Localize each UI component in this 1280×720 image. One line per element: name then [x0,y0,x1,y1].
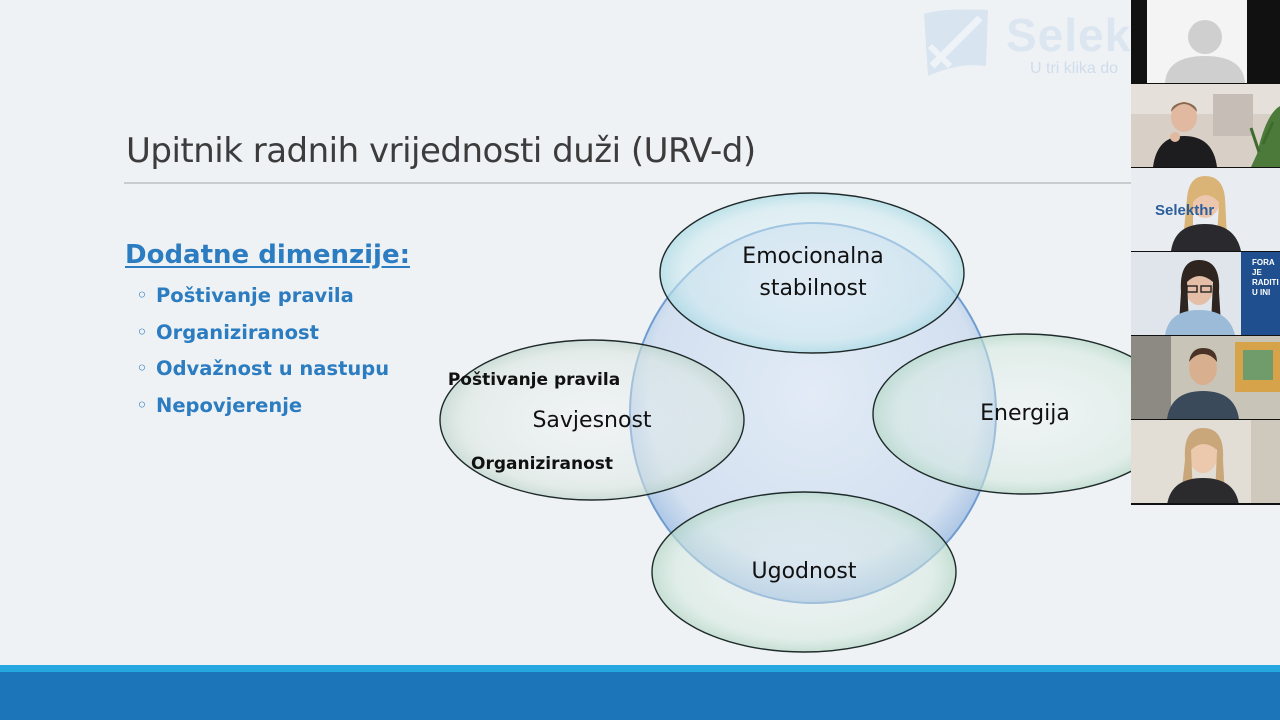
participant-tile-3[interactable]: FORA JE RADITI U INI [1131,252,1280,335]
participant-tile-1[interactable] [1131,84,1280,167]
participant-video [1131,336,1280,419]
slide-title: Upitnik radnih vrijednosti duži (URV-d) [126,131,756,171]
participant-video [1131,420,1280,503]
participant-video [1131,252,1280,335]
ellipse-energija [872,333,1131,495]
label-savjesnost: Savjesnost [532,408,652,433]
ellipse-ugodnost [651,491,957,653]
list-item: Odvažnost u nastupu [136,355,389,393]
dimension-list: Poštivanje pravila Organiziranost Odvažn… [136,282,389,430]
presentation-slide: Selek U tri klika do Upitnik radnih vrij… [0,0,1131,665]
label-ugodnost: Ugodnost [751,559,857,584]
participant-tile-4[interactable] [1131,336,1280,419]
background-poster: FORA JE RADITI U INI [1252,258,1279,297]
list-item: Nepovjerenje [136,392,389,430]
participant-video [1131,84,1280,167]
participant-video [1131,168,1280,251]
participant-tile-5[interactable] [1131,420,1280,503]
list-item: Organiziranost [136,319,389,357]
list-item: Poštivanje pravila [136,282,389,320]
right-margin [1131,505,1280,665]
brand-logo-text: Selek [1006,9,1131,61]
participant-tile-avatar[interactable] [1131,0,1280,83]
user-placeholder-icon [1131,0,1280,83]
participant-tile-2[interactable]: Selekthr [1131,168,1280,251]
section-heading: Dodatne dimenzije: [125,240,410,270]
slide-footer-bar [0,665,1280,720]
label-postivanje-pravila: Poštivanje pravila [447,370,621,390]
title-divider [124,182,1131,184]
label-emocionalna-stabilnost: Emocionalna stabilnost [742,244,884,301]
label-organiziranost: Organiziranost [470,454,614,474]
brand-tagline: U tri klika do [1030,60,1119,77]
label-energija: Energija [980,401,1070,426]
selekt-logo-icon [924,9,988,76]
ellipse-savjesnost [439,339,745,501]
ellipse-emocionalna-stabilnost [659,192,965,354]
participant-video-strip: Selekthr FORA JE RADITI U INI [1131,0,1280,505]
personality-diagram [439,192,1131,653]
background-sign: Selekthr [1155,202,1215,219]
